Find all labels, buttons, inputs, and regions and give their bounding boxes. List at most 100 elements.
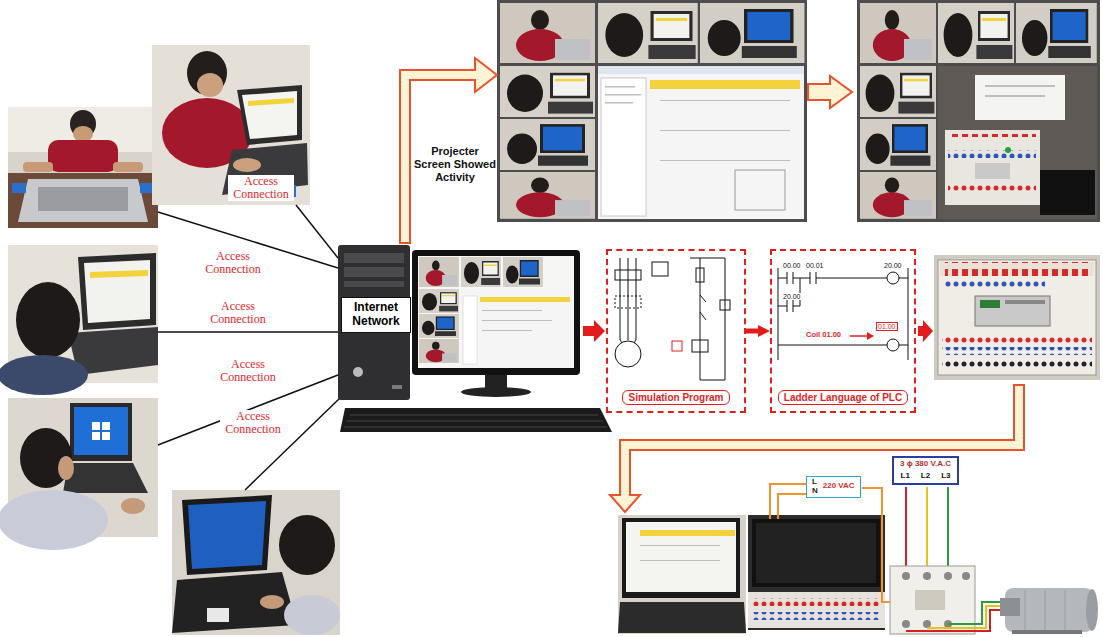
projector-screenshot [938,3,1014,63]
computer-tower [338,245,410,400]
ladder-drawing [778,268,779,360]
plc-trainer-photo [942,359,1092,367]
computer-monitor [418,256,574,368]
projector-screenshot [860,172,936,219]
circuit-drawing [700,312,706,320]
circuit-drawing [615,296,641,308]
flow-arrow [918,320,933,342]
computer-monitor [482,320,552,321]
student-photo [242,91,297,139]
projector-screenshot [650,80,800,89]
computer-tower [338,245,410,400]
student-photo [8,173,158,228]
trainer-photo [752,612,880,620]
keyboard [340,408,612,432]
circuit-drawing [652,262,668,276]
student-photo [172,490,340,635]
keyboard [347,421,603,422]
circuit-drawing [696,268,704,282]
node-text: N [812,487,818,496]
wire [947,487,949,572]
circuit-drawing [700,295,706,302]
student-photo [248,98,294,106]
student-photo [140,183,154,193]
projector-screenshot [857,0,1100,222]
connection-label: Access Connection [200,250,266,276]
computer-tower [353,367,363,377]
student-photo [0,398,158,550]
projector-screenshot [605,86,635,88]
projector-screenshot [497,0,807,222]
laptop-photo [640,560,720,561]
computer-tower [344,267,404,277]
projector-screenshot [598,3,698,63]
projector-screenshot [975,163,1010,179]
laptop-photo [618,515,746,634]
student-photo [102,432,110,440]
student-photo [92,432,100,440]
ladder-drawing [793,278,810,279]
projector-screenshot [945,130,1040,205]
computer-monitor [503,257,543,287]
circuit-drawing [700,258,701,380]
student-photo [8,107,158,228]
trainer-photo [748,592,885,628]
contact-address: 00.00 [783,262,801,269]
ladder-drawing [908,268,909,360]
projector-screenshot [948,150,1036,158]
student-photo [0,490,108,550]
projector-screenshot [500,3,595,63]
keyboard [350,415,598,416]
node-text: L3 [941,472,951,481]
projector-screenshot [500,66,595,117]
projector-screenshot [985,85,1055,87]
projector-screenshot [605,102,633,104]
computer-monitor [482,330,532,331]
flow-arrow [610,385,1024,512]
motor [1000,598,1020,616]
program-panel: Simulation Program [606,249,746,413]
contact-address: 00.01 [806,262,824,269]
laptop-photo [640,545,720,546]
student-photo [102,422,110,430]
supply-box: 3 ϕ 380 V.A.CL1L2L3 [892,456,959,485]
ladder-drawing [887,339,899,351]
contactor [944,572,952,580]
ladder-drawing [787,272,788,284]
plc-trainer-photo [945,280,1045,288]
student-photo [197,73,223,97]
contact-address: 20.00 [783,293,801,300]
contactor [902,620,910,628]
flow-arrow [808,76,852,108]
student-photo [188,501,266,569]
access-line [296,205,338,258]
computer-tower [344,253,404,263]
connection-label: Access Connection [205,300,271,326]
laptop-photo [622,518,740,598]
circuit-drawing [615,270,641,280]
student-photo [172,490,340,635]
student-photo [70,403,132,461]
plc-trainer-photo [975,296,1050,326]
student-photo [48,140,118,172]
projector-screenshot [598,66,804,219]
projector-screenshot [660,130,790,131]
projector-screenshot [660,160,790,161]
contactor [902,572,910,580]
computer-monitor [412,250,580,375]
motor [1086,589,1098,631]
computer-tower [344,281,404,287]
motor [1065,590,1066,630]
circuit-drawing [615,258,730,380]
ladder-drawing [899,345,908,346]
contactor [923,572,931,580]
student-photo [237,85,302,145]
node-text: L2 [920,472,930,481]
projector-screenshot [975,75,1065,120]
student-photo [207,608,229,622]
student-photo [284,595,340,635]
projector-screenshot [500,172,595,219]
circuit-drawing [620,340,622,343]
motor [1000,588,1098,634]
